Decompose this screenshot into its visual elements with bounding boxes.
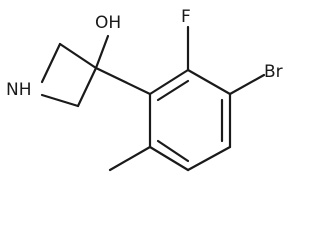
bond-ar6-methyl xyxy=(108,145,152,172)
bond-ar3-br xyxy=(228,73,266,96)
bond-ar2-ar3 xyxy=(186,68,232,96)
bond-c3-c2 xyxy=(76,66,98,108)
bond-c3-oh xyxy=(94,34,110,70)
bond-c2-n xyxy=(40,93,80,108)
molecule-structure: NH OH F Br xyxy=(6,7,283,172)
br-label: Br xyxy=(264,62,283,82)
nh-label: NH xyxy=(6,80,32,100)
bond-n-c1 xyxy=(40,42,62,84)
double-bond-ar5-ar6 xyxy=(156,139,190,163)
bond-ar5-ar6 xyxy=(148,145,190,172)
bond-ar1-ar2 xyxy=(148,68,190,96)
f-label: F xyxy=(181,7,191,27)
bond-c1-c3 xyxy=(58,42,98,70)
double-bond-ar1-ar2 xyxy=(156,79,190,102)
oh-label: OH xyxy=(95,13,121,33)
bond-c3-aryl xyxy=(94,66,152,96)
bond-ar4-ar5 xyxy=(186,145,232,172)
